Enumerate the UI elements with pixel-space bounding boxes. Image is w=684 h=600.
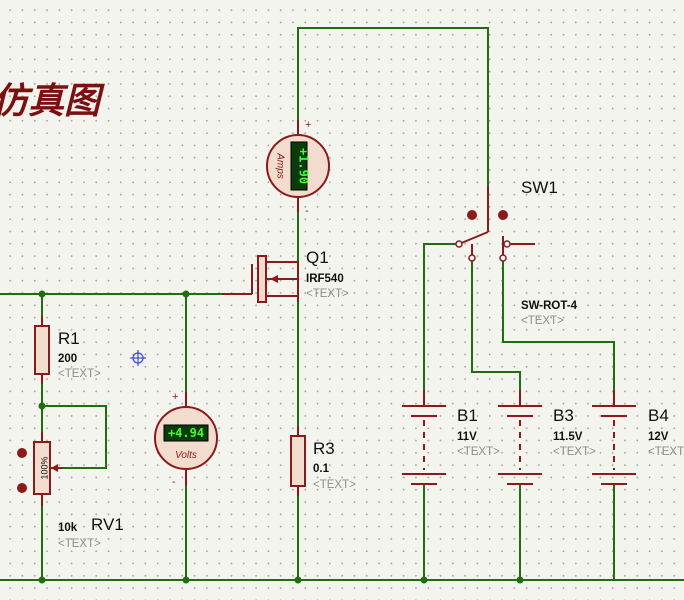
ammeter-plus: + (305, 119, 311, 131)
r1-text: <TEXT> (58, 368, 101, 380)
sw1-arm (458, 231, 489, 245)
crosshair-icon (130, 350, 146, 366)
ammeter-reading: +1.90 (297, 148, 311, 184)
rv1-name: RV1 (91, 515, 124, 534)
sw1-rotate-right-terminal[interactable] (498, 210, 508, 220)
battery-b1[interactable]: B1 11V <TEXT> (402, 390, 500, 485)
ammeter-lcd (290, 141, 308, 191)
rv1-value: 10k (58, 522, 78, 534)
sw1-terminal (468, 254, 476, 262)
voltmeter-plus: + (172, 391, 178, 403)
ammeter-unit: Amps (274, 152, 285, 179)
resistor-r1[interactable]: R1 200 <TEXT> (34, 316, 101, 384)
junction-dot (38, 576, 46, 584)
voltmeter-reading: +4.94 (168, 426, 204, 440)
b3-name: B3 (553, 406, 574, 425)
junction-dot (294, 576, 302, 584)
rotary-switch-sw1[interactable]: SW1 SW-ROT-4 <TEXT> (455, 178, 578, 327)
sw1-terminal (499, 254, 507, 262)
sw1-value: SW-ROT-4 (521, 300, 578, 312)
voltmeter-minus: - (172, 476, 176, 488)
battery-b3[interactable]: B3 11.5V <TEXT> (498, 390, 596, 485)
q1-name: Q1 (306, 248, 329, 267)
b4-name: B4 (648, 406, 669, 425)
b4-text: <TEXT> (648, 446, 684, 458)
sw1-text: <TEXT> (521, 315, 564, 327)
sw1-rotate-left-terminal[interactable] (467, 210, 477, 220)
b1-value: 11V (457, 431, 477, 443)
b1-text: <TEXT> (457, 446, 500, 458)
rv1-decrease-terminal[interactable] (17, 483, 27, 493)
r1-body (34, 325, 50, 375)
b1-name: B1 (457, 406, 478, 425)
r3-value: 0.1 (313, 463, 330, 475)
battery-b4[interactable]: B4 12V <TEXT> (592, 390, 684, 485)
r3-body (290, 435, 306, 487)
mosfet-q1[interactable]: Q1 IRF540 <TEXT> (222, 248, 349, 303)
potentiometer-rv1[interactable]: 100% 10k RV1 <TEXT> (17, 432, 124, 550)
rv1-setting: 100% (39, 456, 49, 479)
rv1-wiper-arrow-icon (51, 464, 58, 472)
junction-dot (38, 290, 46, 298)
r3-text: <TEXT> (313, 479, 356, 491)
voltmeter-lcd (163, 424, 209, 442)
sw1-name: SW1 (521, 178, 558, 197)
b3-text: <TEXT> (553, 446, 596, 458)
voltmeter[interactable]: +4.94 Volts + - (154, 391, 218, 488)
junction-dot (38, 402, 46, 410)
junction-dot (182, 576, 190, 584)
wire-sw-b4[interactable] (502, 258, 615, 390)
r1-name: R1 (58, 329, 80, 348)
schematic-title: 仿真图 (0, 80, 105, 122)
r1-value: 200 (58, 353, 77, 365)
q1-arrow-icon (270, 275, 278, 283)
voltmeter-unit: Volts (175, 450, 197, 461)
junction-dot (420, 576, 428, 584)
q1-text: <TEXT> (306, 288, 349, 300)
q1-value: IRF540 (306, 273, 344, 285)
rv1-increase-terminal[interactable] (17, 448, 27, 458)
b3-value: 11.5V (553, 431, 583, 443)
b4-value: 12V (648, 431, 669, 443)
junctions (38, 290, 524, 584)
ammeter[interactable]: +1.90 Amps + - (266, 119, 330, 217)
rv1-text: <TEXT> (58, 538, 101, 550)
wire-top[interactable] (297, 27, 489, 188)
q1-channel (257, 255, 267, 303)
sw1-terminal (455, 240, 463, 248)
junction-dot (182, 290, 190, 298)
wire-sw-b1[interactable] (423, 243, 459, 390)
wire-rv1-wiper[interactable] (42, 405, 107, 469)
resistor-r3[interactable]: R3 0.1 <TEXT> (290, 426, 356, 496)
sw1-terminal (503, 240, 511, 248)
wires (0, 27, 684, 581)
r3-name: R3 (313, 439, 335, 458)
wire-sw-b3[interactable] (471, 258, 521, 390)
junction-dot (516, 576, 524, 584)
ammeter-minus: - (305, 205, 309, 217)
